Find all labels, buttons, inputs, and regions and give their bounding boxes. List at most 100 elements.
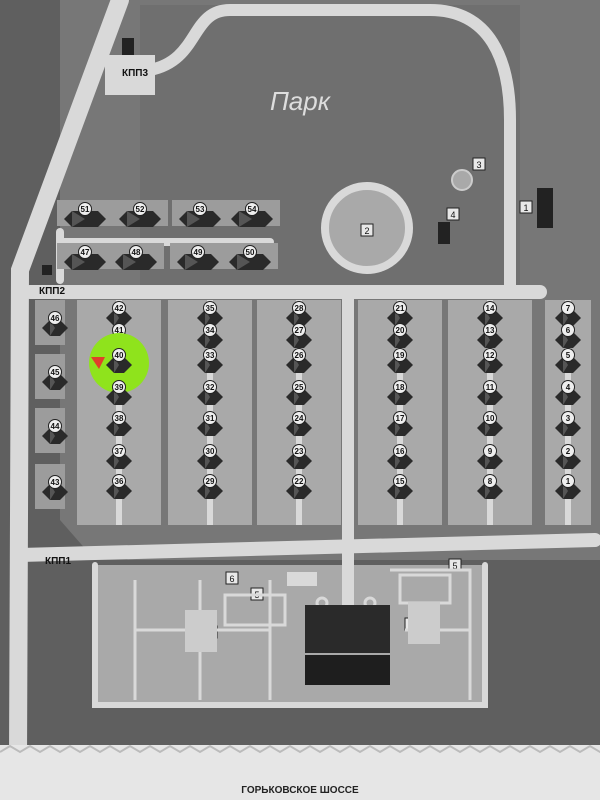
plot-30[interactable]: 30	[197, 444, 223, 470]
plot-39[interactable]: 39	[106, 380, 132, 406]
plot-badge	[112, 348, 126, 362]
plot-number: 15	[396, 477, 405, 486]
plot-34[interactable]: 34	[197, 323, 223, 349]
plot-35[interactable]: 35	[197, 301, 223, 327]
plot-badge	[483, 380, 497, 394]
park-loop-road	[144, 4, 516, 296]
plot-9[interactable]: 9	[477, 444, 503, 470]
plot-26[interactable]: 26	[286, 348, 312, 374]
plot-7[interactable]: 7	[555, 301, 581, 327]
plot-10[interactable]: 10	[477, 411, 503, 437]
plot-17[interactable]: 17	[387, 411, 413, 437]
plot-29[interactable]: 29	[197, 474, 223, 500]
plot-27[interactable]: 27	[286, 323, 312, 349]
facility-marker-f2[interactable]: 2	[360, 223, 374, 237]
plot-badge	[78, 245, 92, 259]
plot-number: 7	[566, 304, 571, 313]
plot-37[interactable]: 37	[106, 444, 132, 470]
plot-8[interactable]: 8	[477, 474, 503, 500]
facility-marker-f1[interactable]: 1	[519, 200, 533, 214]
plot-47[interactable]: 47	[57, 243, 113, 270]
plot-36[interactable]: 36	[106, 474, 132, 500]
facility-label: 2	[364, 226, 369, 236]
kpp3-building	[122, 38, 134, 60]
plot-40[interactable]: 40	[89, 333, 149, 393]
plot-51[interactable]: 51	[57, 200, 113, 227]
plot-number: 42	[115, 304, 124, 313]
plot-49[interactable]: 49	[170, 243, 226, 270]
highlight-arrow	[91, 357, 105, 369]
plot-20[interactable]: 20	[387, 323, 413, 349]
plot-3[interactable]: 3	[555, 411, 581, 437]
pond	[451, 169, 473, 191]
kpp3-pad	[105, 55, 155, 95]
kpp2-label: КПП2	[39, 286, 65, 297]
plot-22[interactable]: 22	[286, 474, 312, 500]
plot-badge	[292, 411, 306, 425]
plot-43[interactable]: 43	[35, 464, 68, 509]
facility-label: 4	[450, 210, 455, 220]
plot-badge	[112, 444, 126, 458]
plot-19[interactable]: 19	[387, 348, 413, 374]
plot-23[interactable]: 23	[286, 444, 312, 470]
south-fence	[92, 562, 488, 708]
plot-24[interactable]: 24	[286, 411, 312, 437]
kpp1-label: КПП1	[45, 556, 71, 567]
plot-25[interactable]: 25	[286, 380, 312, 406]
plot-32[interactable]: 32	[197, 380, 223, 406]
plot-number: 24	[295, 414, 304, 423]
plot-number: 17	[396, 414, 405, 423]
west-road	[9, 0, 129, 769]
plot-2[interactable]: 2	[555, 444, 581, 470]
plot-6[interactable]: 6	[555, 323, 581, 349]
plot-11[interactable]: 11	[477, 380, 503, 406]
plots: 4241403938373635343332313029282726252423…	[35, 200, 591, 525]
plot-28[interactable]: 28	[286, 301, 312, 327]
plot-badge	[561, 474, 575, 488]
plot-badge	[112, 411, 126, 425]
plot-number: 14	[486, 304, 495, 313]
plot-badge	[561, 348, 575, 362]
plot-46[interactable]: 46	[35, 300, 68, 345]
kpp2-building	[42, 265, 52, 275]
plot-50[interactable]: 50	[222, 243, 278, 270]
facility-marker-f3[interactable]: 3	[472, 157, 486, 171]
plot-number: 12	[486, 351, 495, 360]
plot-badge	[292, 348, 306, 362]
plot-31[interactable]: 31	[197, 411, 223, 437]
facility-marker-f4[interactable]: 4	[446, 207, 460, 221]
plot-number: 51	[81, 205, 90, 214]
plot-33[interactable]: 33	[197, 348, 223, 374]
plot-badge	[203, 444, 217, 458]
plot-12[interactable]: 12	[477, 348, 503, 374]
plot-42[interactable]: 42	[106, 301, 132, 327]
plot-4[interactable]: 4	[555, 380, 581, 406]
plot-45[interactable]: 45	[35, 354, 68, 399]
plot-38[interactable]: 38	[106, 411, 132, 437]
plot-14[interactable]: 14	[477, 301, 503, 327]
plot-badge	[561, 323, 575, 337]
plot-44[interactable]: 44	[35, 408, 68, 453]
plot-number: 32	[206, 383, 215, 392]
plot-48[interactable]: 48	[108, 243, 164, 270]
plot-badge	[48, 419, 62, 433]
plot-52[interactable]: 52	[112, 200, 168, 227]
plot-53[interactable]: 53	[172, 200, 228, 227]
plot-5[interactable]: 5	[555, 348, 581, 374]
facility-marker-f6[interactable]: 6	[225, 571, 239, 585]
plot-13[interactable]: 13	[477, 323, 503, 349]
plot-15[interactable]: 15	[387, 474, 413, 500]
plot-number: 40	[115, 351, 124, 360]
plot-number: 3	[566, 414, 571, 423]
plot-16[interactable]: 16	[387, 444, 413, 470]
plot-number: 19	[396, 351, 405, 360]
plot-18[interactable]: 18	[387, 380, 413, 406]
plot-badge	[112, 301, 126, 315]
plot-number: 52	[136, 205, 145, 214]
plot-54[interactable]: 54	[224, 200, 280, 227]
plot-number: 20	[396, 326, 405, 335]
plot-21[interactable]: 21	[387, 301, 413, 327]
plot-badge	[561, 301, 575, 315]
plot-1[interactable]: 1	[555, 474, 581, 500]
plot-badge	[243, 245, 257, 259]
